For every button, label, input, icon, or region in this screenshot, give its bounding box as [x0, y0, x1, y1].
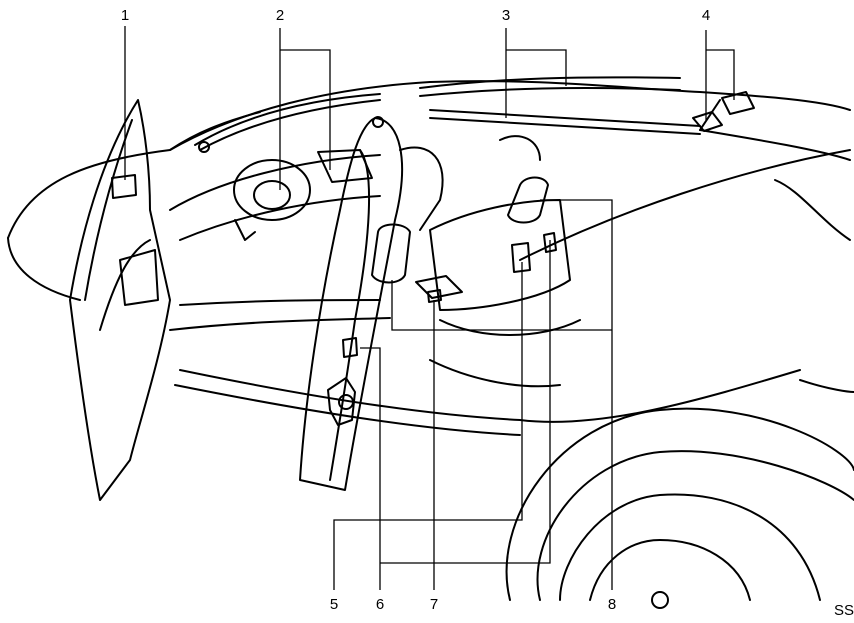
- leader-8: [391, 199, 613, 590]
- callout-1: 1: [120, 7, 130, 24]
- callout-6: 6: [375, 596, 385, 613]
- callout-2: 2: [275, 7, 285, 24]
- leader-4: [705, 30, 735, 120]
- leader-6: [360, 240, 551, 590]
- callout-7: 7: [429, 596, 439, 613]
- callout-3: 3: [501, 7, 511, 24]
- figure-code: SS: [834, 602, 854, 619]
- front-door: [69, 99, 171, 501]
- callout-8: 8: [607, 596, 617, 613]
- leader-5: [333, 262, 523, 590]
- rear-door: [299, 117, 404, 491]
- leader-2: [279, 28, 331, 190]
- callout-4: 4: [701, 7, 711, 24]
- car-body-outline: [7, 76, 854, 436]
- airbag-components: [371, 91, 755, 303]
- rear-seats: [399, 135, 581, 388]
- callout-5: 5: [329, 596, 339, 613]
- rear-wheel: [505, 407, 854, 609]
- leader-3: [505, 28, 567, 118]
- leader-lines: [124, 26, 735, 590]
